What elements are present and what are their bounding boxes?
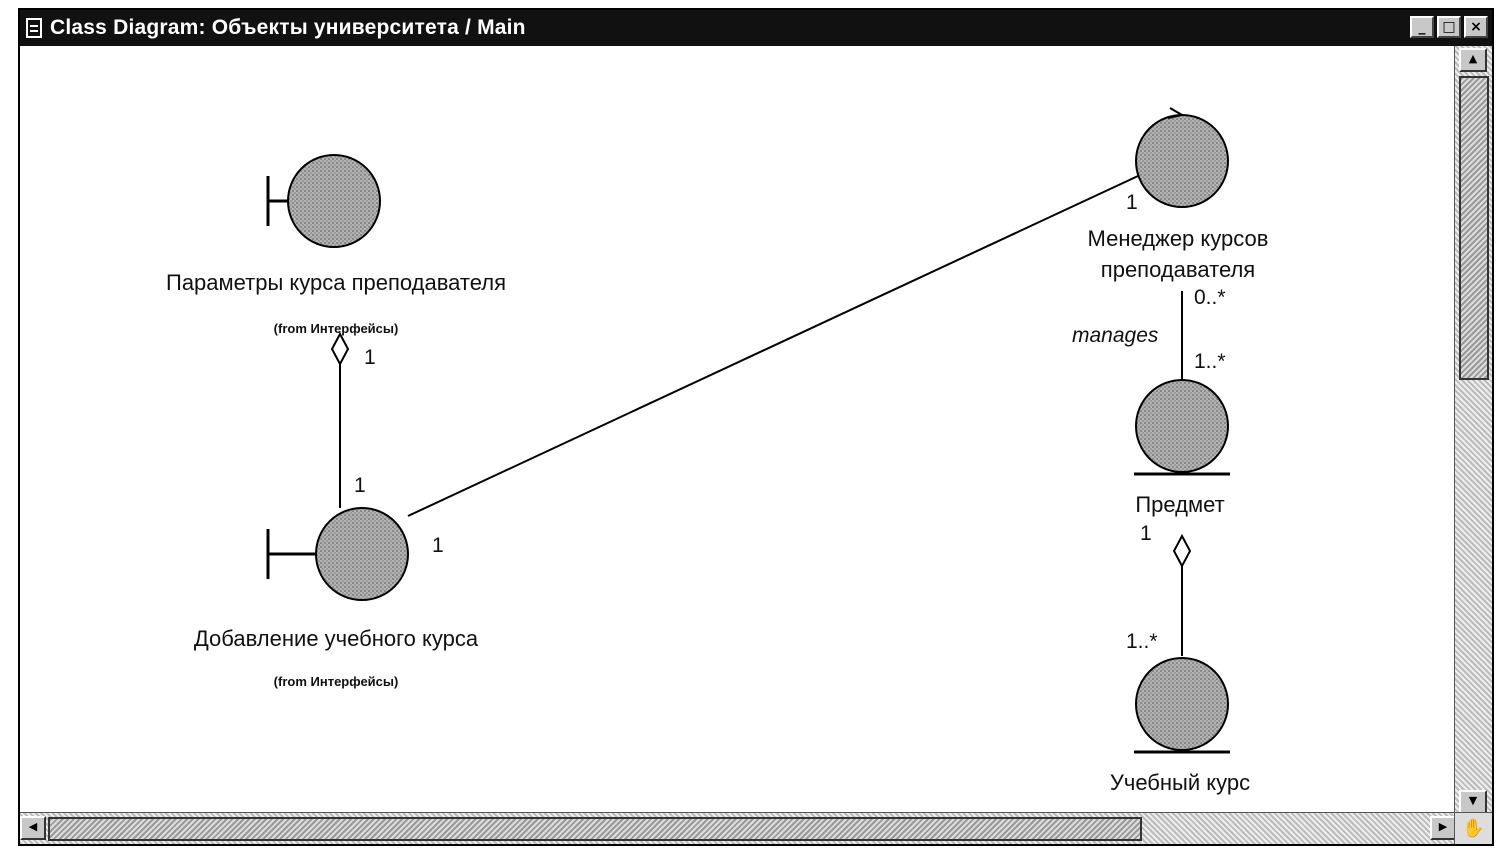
scroll-up-button[interactable]: ▲ [1459,48,1487,72]
vertical-scrollbar[interactable]: ▲ ▼ [1454,46,1492,816]
class-name-course-manager-line1: Менеджер курсов [1087,226,1269,251]
close-button[interactable]: × [1464,16,1488,38]
multiplicity-subject-manages: 1..* [1194,350,1226,373]
class-package-course-params: (from Интерфейсы) [273,321,399,336]
vertical-scroll-thumb[interactable] [1459,76,1489,380]
maximize-button[interactable]: □ [1437,16,1461,38]
multiplicity-manager-association: 1 [1126,191,1138,214]
diagram-svg [266,107,1230,754]
entity-object-subject[interactable] [1134,379,1230,476]
multiplicity-course-aggregation: 1..* [1126,630,1158,653]
class-name-course: Учебный курс [1109,770,1251,795]
class-name-add-course: Добавление учебного курса [193,626,479,651]
multiplicity-subject-aggregation: 1 [1140,522,1152,545]
title-bar[interactable]: Class Diagram: Объекты университета / Ma… [20,10,1492,46]
aggregation-diamond-params[interactable] [330,331,350,367]
multiplicity-add-aggregation: 1 [354,474,366,497]
association-name-manages: manages [1072,324,1159,347]
grab-hand-icon[interactable]: ✋ [1454,812,1492,844]
diagram-canvas[interactable]: Параметры курса преподавателя (from Инте… [20,46,1454,816]
multiplicity-manager-manages: 0..* [1194,286,1226,309]
association-line-add-manager[interactable] [407,175,1139,517]
window-controls: _ □ × [1410,16,1488,38]
horizontal-scrollbar[interactable]: ◀ ▶ [20,812,1456,844]
multiplicity-params-aggregation: 1 [364,346,376,369]
scroll-right-button[interactable]: ▶ [1430,816,1456,840]
class-name-course-params: Параметры курса преподавателя [166,270,506,295]
control-object-course-manager[interactable] [1135,107,1229,208]
scroll-left-button[interactable]: ◀ [20,816,46,840]
aggregation-diamond-subject[interactable] [1172,533,1192,569]
boundary-object-add-course[interactable] [266,507,409,601]
boundary-object-course-params[interactable] [266,154,381,248]
class-package-add-course: (from Интерфейсы) [273,674,399,689]
multiplicity-add-association: 1 [432,534,444,557]
class-diagram-window: Class Diagram: Объекты университета / Ma… [18,8,1494,846]
entity-object-course[interactable] [1134,657,1230,754]
class-name-course-manager-line2: преподавателя [1100,257,1256,282]
horizontal-scroll-thumb[interactable] [48,817,1142,841]
window-title: Class Diagram: Объекты университета / Ma… [50,16,526,39]
class-name-subject: Предмет [1135,492,1225,517]
class-diagram-icon[interactable] [26,18,42,38]
scroll-down-button[interactable]: ▼ [1459,790,1487,814]
minimize-button[interactable]: _ [1410,16,1434,38]
